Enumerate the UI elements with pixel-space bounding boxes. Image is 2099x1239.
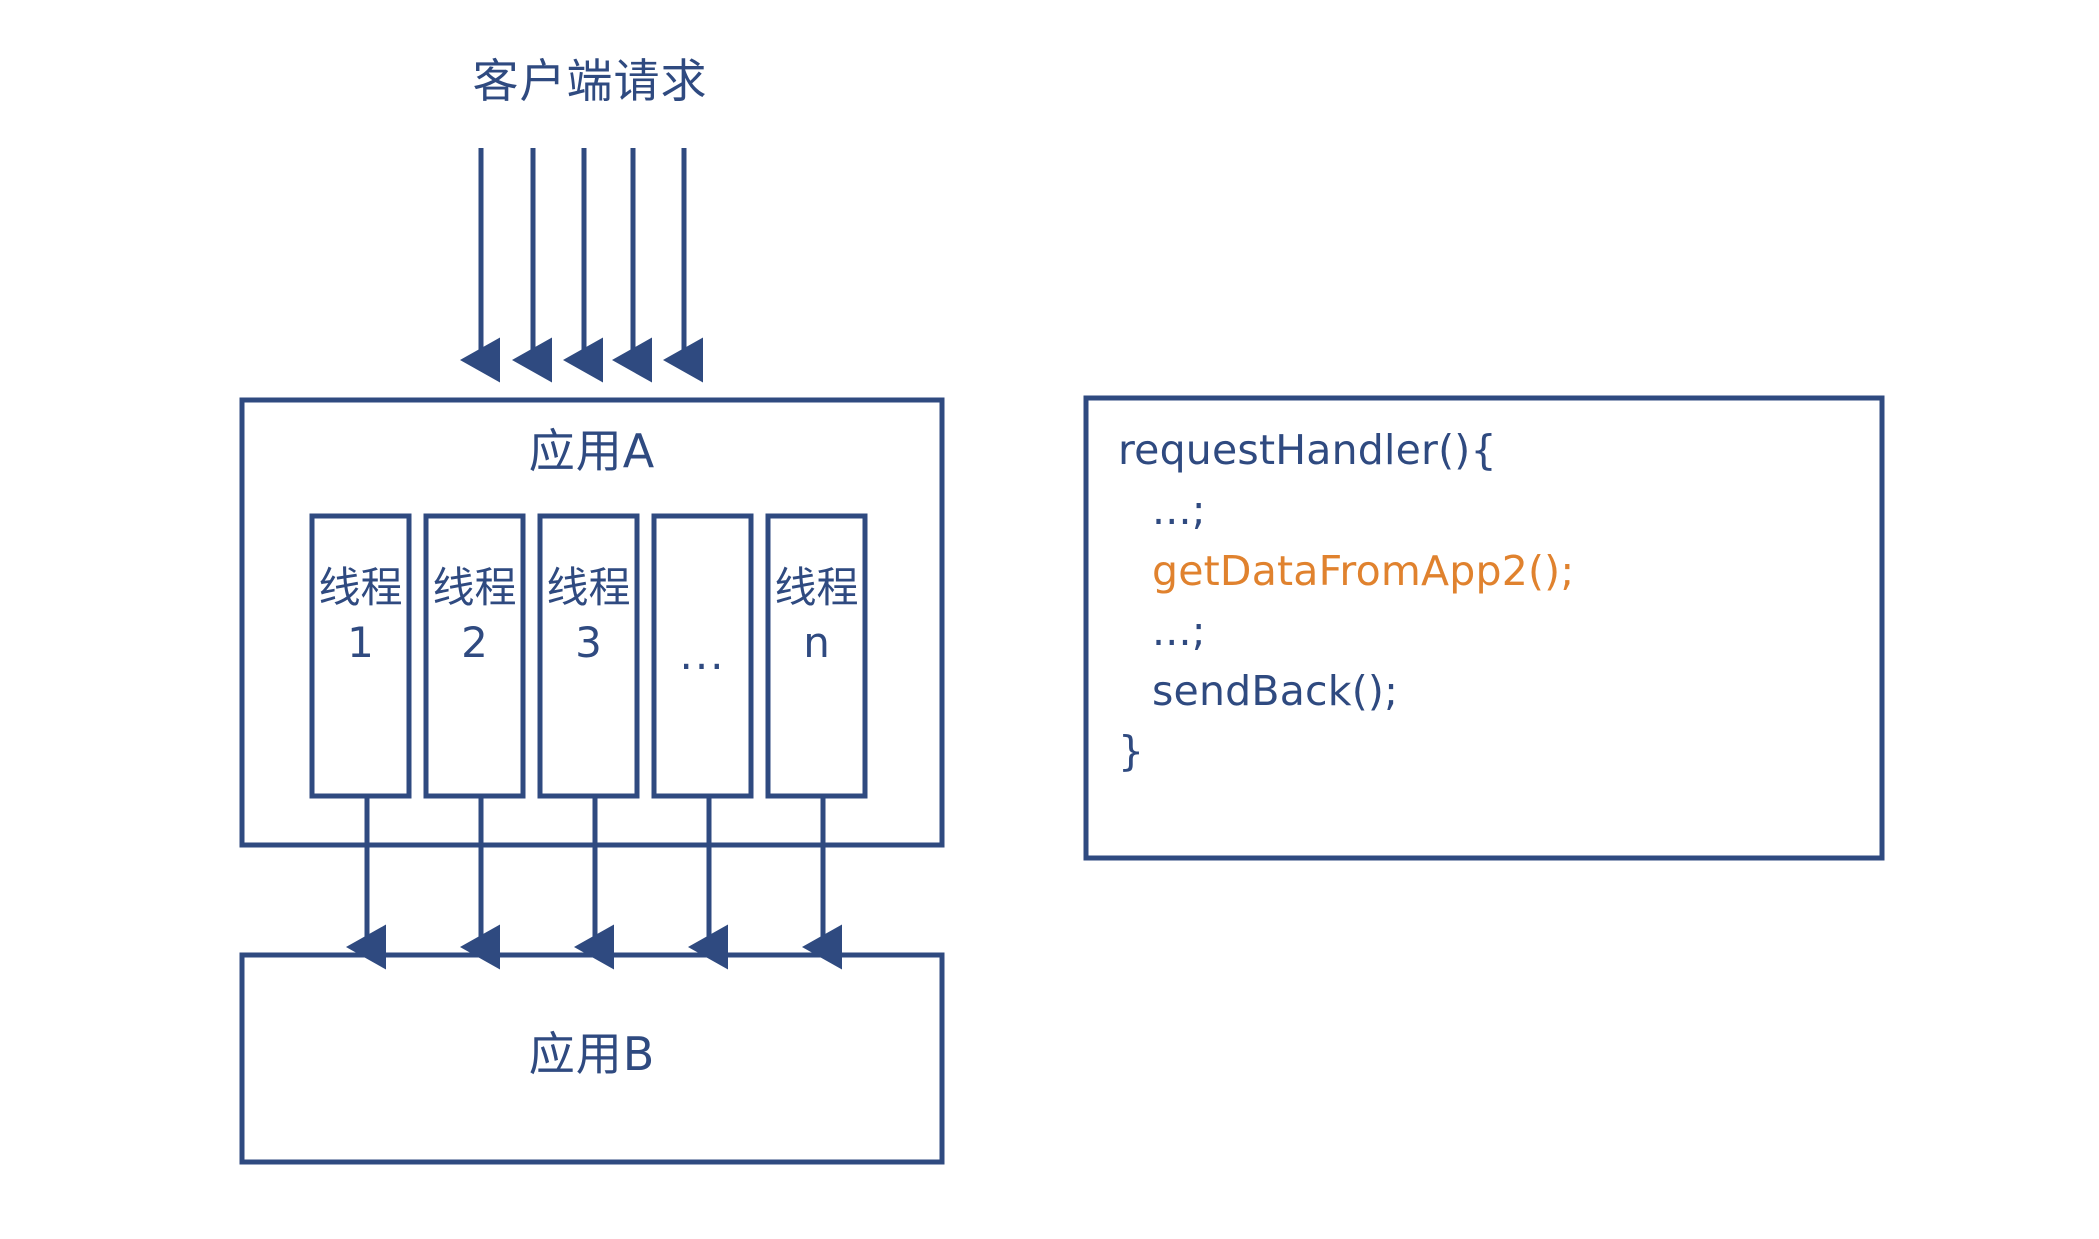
thread-label-3: 线程 3	[546, 563, 631, 668]
app-a-title: 应用A	[528, 424, 656, 478]
code-line-4: ...;	[1152, 606, 1206, 655]
code-line-3: getDataFromApp2();	[1152, 546, 1575, 595]
thread-label-n: 线程 n	[774, 563, 859, 668]
thread-ellipsis-label: ...	[679, 630, 726, 679]
code-line-2: ...;	[1152, 486, 1206, 535]
code-line-6: }	[1118, 727, 1145, 776]
outgoing-call-arrows	[345, 796, 842, 970]
incoming-request-arrows	[459, 148, 703, 383]
code-line-1: requestHandler(){	[1118, 426, 1497, 474]
thread-label-1: 线程 1	[318, 563, 403, 668]
client-request-label: 客户端请求	[472, 54, 708, 108]
code-line-5: sendBack();	[1152, 667, 1399, 716]
thread-label-2: 线程 2	[432, 563, 517, 668]
code-panel: requestHandler(){...; getDataFromApp2();.…	[1086, 398, 1882, 858]
app-b-title: 应用B	[528, 1027, 656, 1081]
code-listing: requestHandler(){...; getDataFromApp2();.…	[1118, 420, 1574, 782]
